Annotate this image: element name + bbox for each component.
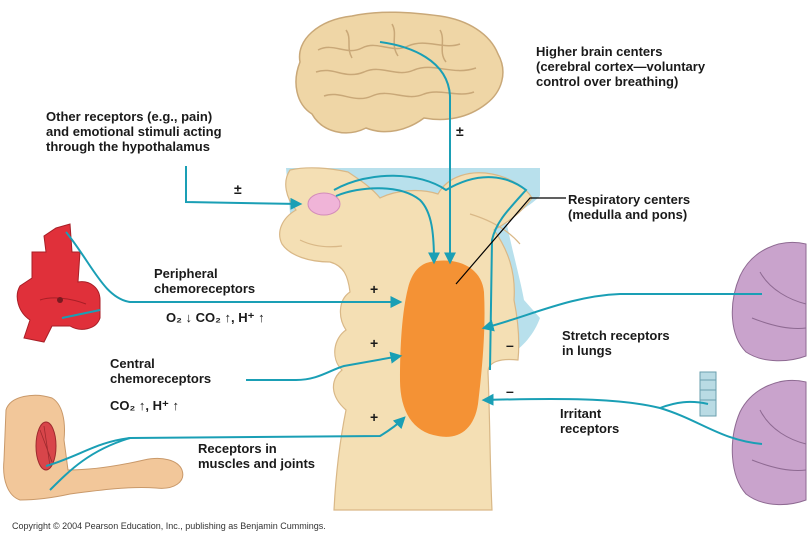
label-respiratory-centers: Respiratory centers (medulla and pons) [568, 192, 690, 222]
label-central-stimuli: CO₂ ↑, H⁺ ↑ [110, 398, 179, 413]
label-other-receptors-line-1: Other receptors (e.g., pain) [46, 109, 212, 124]
sign-hypothalamus: ± [234, 181, 242, 197]
lower-lung-illustration [700, 372, 806, 505]
sign-muscles: + [370, 409, 378, 425]
label-peripheral: Peripheral chemoreceptors O₂ ↓ CO₂ ↑, H⁺… [154, 266, 265, 325]
brain-cortex-illustration [296, 12, 503, 133]
label-muscles-line-2: muscles and joints [198, 456, 315, 471]
upper-lung-illustration [732, 242, 806, 360]
label-higher-brain-line-3: control over breathing) [536, 74, 678, 89]
label-other-receptors-line-2: and emotional stimuli acting [46, 124, 222, 139]
sign-irritant: – [506, 383, 514, 399]
label-respiratory-centers-line-1: Respiratory centers [568, 192, 690, 207]
respiratory-centers-region [400, 260, 485, 436]
sign-higher-brain: ± [456, 123, 464, 139]
label-central: Central chemoreceptors CO₂ ↑, H⁺ ↑ [110, 356, 211, 413]
label-irritant-line-1: Irritant [560, 406, 602, 421]
sign-stretch: – [506, 337, 514, 353]
label-muscles: Receptors in muscles and joints [198, 441, 315, 471]
copyright-notice: Copyright © 2004 Pearson Education, Inc.… [12, 521, 326, 531]
label-higher-brain: Higher brain centers (cerebral cortex—vo… [536, 44, 706, 89]
label-muscles-line-1: Receptors in [198, 441, 277, 456]
aortic-arch-illustration [17, 224, 100, 342]
sign-peripheral: + [370, 281, 378, 297]
label-central-line-2: chemoreceptors [110, 371, 211, 386]
label-stretch-line-1: Stretch receptors [562, 328, 670, 343]
label-irritant: Irritant receptors [560, 406, 619, 436]
label-respiratory-centers-line-2: (medulla and pons) [568, 207, 687, 222]
label-peripheral-stimuli: O₂ ↓ CO₂ ↑, H⁺ ↑ [166, 310, 265, 325]
label-peripheral-line-1: Peripheral [154, 266, 218, 281]
label-irritant-line-2: receptors [560, 421, 619, 436]
label-stretch-line-2: in lungs [562, 343, 612, 358]
label-higher-brain-line-2: (cerebral cortex—voluntary [536, 59, 706, 74]
label-central-line-1: Central [110, 356, 155, 371]
hypothalamus-spot [308, 193, 340, 215]
label-other-receptors-line-3: through the hypothalamus [46, 139, 210, 154]
arrow-hypothalamus-input [186, 166, 300, 204]
label-stretch: Stretch receptors in lungs [562, 328, 670, 358]
sign-central: + [370, 335, 378, 351]
arrow-irritant [484, 399, 762, 444]
label-higher-brain-line-1: Higher brain centers [536, 44, 662, 59]
label-peripheral-line-2: chemoreceptors [154, 281, 255, 296]
label-other-receptors: Other receptors (e.g., pain) and emotion… [46, 109, 222, 154]
